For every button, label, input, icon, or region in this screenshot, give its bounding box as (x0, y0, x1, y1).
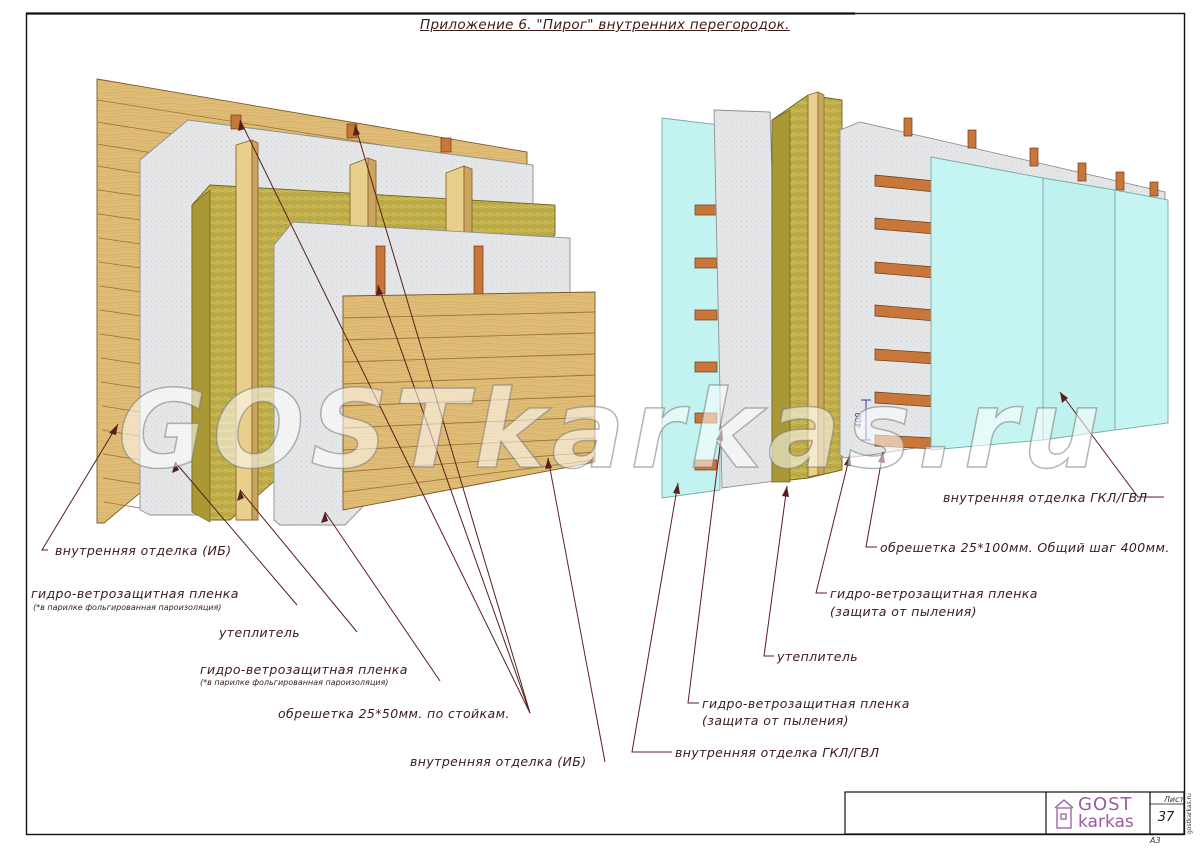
leader-lines (41, 119, 1164, 763)
leader-arrowheads (109, 120, 1068, 523)
left-studs (235, 139, 473, 521)
label-right-membrane-1-note: (защита от пыления) (830, 604, 977, 619)
format-label: А3 (1150, 836, 1161, 845)
logo-text-gost: GOST (1078, 794, 1133, 815)
label-right-finish-back: внутренняя отделка ГКЛ/ГВЛ (675, 745, 880, 760)
label-right-membrane-1: гидро-ветрозащитная пленка (830, 586, 1038, 601)
label-left-membrane-1: гидро-ветрозащитная пленка (31, 586, 239, 601)
right-back-battens (694, 204, 718, 471)
logo-house-icon (1054, 799, 1074, 829)
sheet-number: 37 (1157, 810, 1175, 825)
site-label: gostkarkas.ru (1186, 793, 1193, 834)
sheet-label: Лист (1163, 795, 1185, 804)
left-front-cladding (342, 291, 596, 511)
label-left-finish-back: внутренняя отделка (ИБ) (55, 543, 232, 558)
sheet-title: Приложение 6. "Пирог" внутренних перегор… (420, 17, 790, 33)
label-left-membrane-2: гидро-ветрозащитная пленка (200, 662, 408, 677)
label-left-finish-front: внутренняя отделка (ИБ) (410, 754, 587, 769)
right-drywall-front (930, 156, 1169, 451)
right-stud (807, 91, 825, 478)
right-batten-tops (903, 117, 1159, 197)
label-left-membrane-2-note: (*в парилке фольгированная пароизоляция) (200, 678, 389, 687)
dimension-value: 400 (854, 413, 863, 428)
label-left-membrane-1-note: (*в парилке фольгированная пароизоляция) (33, 603, 222, 612)
label-left-battens: обрешетка 25*50мм. по стойкам. (278, 706, 510, 721)
label-right-battens: обрешетка 25*100мм. Общий шаг 400мм. (880, 540, 1170, 555)
label-right-membrane-2-note: (защита от пыления) (702, 713, 849, 728)
right-wall-assembly: 400 (661, 91, 1169, 499)
label-right-membrane-2: гидро-ветрозащитная пленка (702, 696, 910, 711)
label-right-insulation: утеплитель (777, 649, 858, 664)
label-right-finish-front: внутренняя отделка ГКЛ/ГВЛ (943, 490, 1148, 505)
title-block (844, 791, 1185, 835)
dimension-mark (861, 399, 871, 441)
watermark: GOSTkarkas.ru (117, 367, 1107, 494)
label-left-insulation: утеплитель (219, 625, 300, 640)
right-insulation (771, 94, 843, 483)
logo-text-karkas: karkas (1078, 812, 1134, 832)
